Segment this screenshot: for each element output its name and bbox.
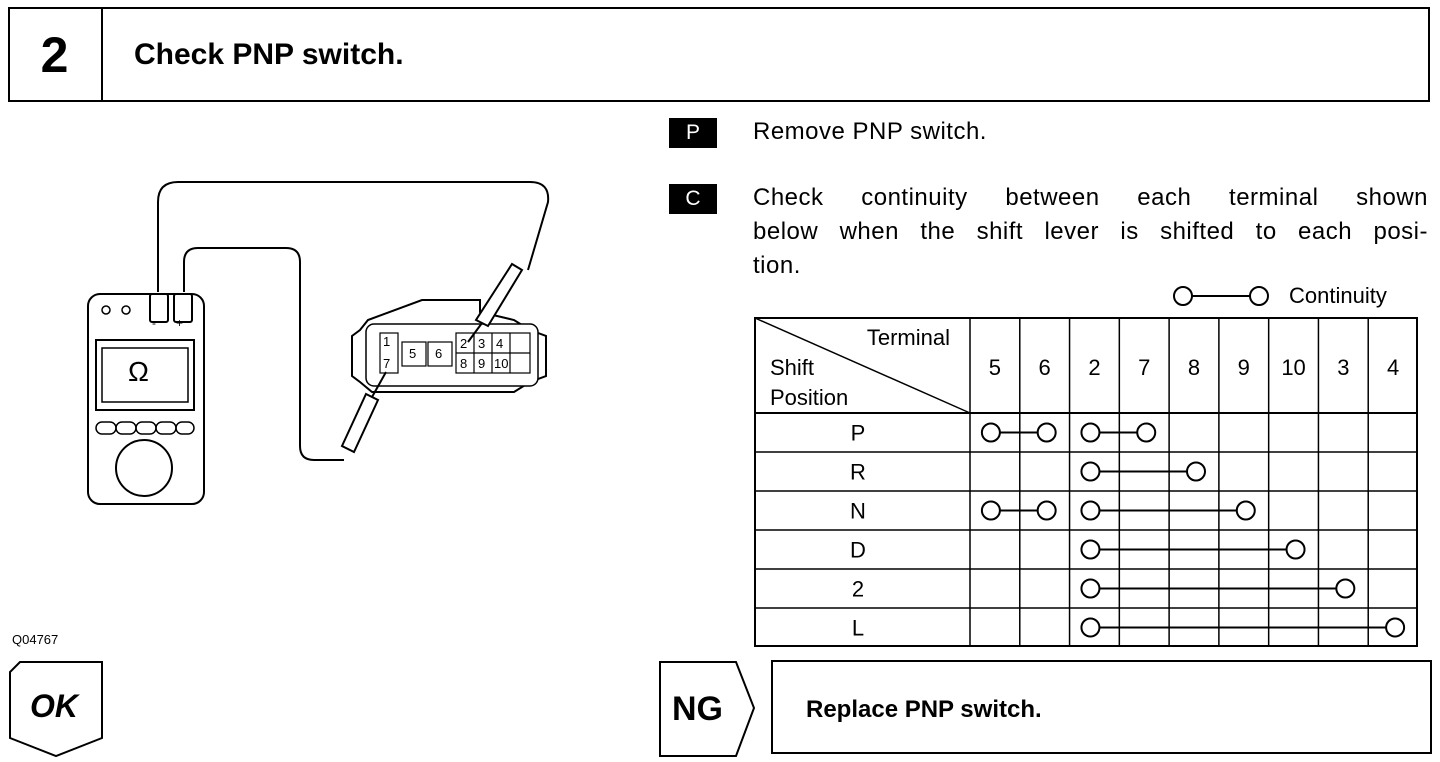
meter-minus-label: -	[152, 316, 156, 330]
connector-terminal-label: 6	[435, 346, 443, 361]
connector-terminal-label: 1	[383, 334, 391, 349]
shift-position-label: N	[850, 499, 866, 524]
connector-terminal-label: 4	[496, 336, 504, 351]
connector-terminal-label: 2	[460, 336, 468, 351]
terminal-header: 7	[1138, 355, 1150, 380]
continuity-node	[1186, 461, 1206, 482]
figure-code: Q04767	[12, 632, 59, 647]
instruction-line: below when the shift lever is shifted to…	[753, 218, 1428, 245]
continuity-node	[980, 500, 1001, 521]
continuity-node	[1136, 422, 1157, 443]
continuity-node	[1335, 578, 1356, 599]
ok-label: OK	[30, 688, 78, 724]
terminal-header: 8	[1188, 355, 1200, 380]
shift-position-label: 2	[852, 577, 864, 602]
ng-badge	[659, 661, 756, 757]
continuity-node	[980, 422, 1001, 443]
connector-terminal-label: 8	[460, 356, 468, 371]
ng-action-text: Replace PNP switch.	[806, 696, 1042, 723]
header-shift: Shift	[770, 355, 814, 380]
connector-terminal-label: 10	[494, 356, 509, 371]
ohmmeter-illustration	[87, 181, 550, 505]
continuity-node	[1285, 539, 1306, 560]
continuity-node	[1080, 461, 1101, 482]
shift-position-label: D	[850, 538, 866, 563]
ok-badge	[9, 661, 103, 758]
continuity-node	[1080, 578, 1101, 599]
shift-position-label: P	[851, 421, 866, 446]
terminal-header: 6	[1039, 355, 1051, 380]
continuity-node	[1080, 539, 1101, 560]
connector-terminal-label: 7	[383, 356, 391, 371]
terminal-header: 3	[1337, 355, 1349, 380]
step-number: 2	[8, 7, 103, 102]
instruction-line: tion.	[753, 252, 801, 279]
instruction-check: Check continuity between each terminal s…	[753, 181, 1428, 283]
meter-plus-label: +	[176, 316, 184, 330]
header-position: Position	[770, 385, 848, 410]
terminal-header: 10	[1281, 355, 1305, 380]
check-tag: C	[669, 184, 717, 214]
header-diagonal	[754, 317, 971, 414]
instruction-remove: Remove PNP switch.	[753, 118, 987, 145]
continuity-legend-symbol	[1173, 286, 1269, 306]
ohm-symbol: Ω	[128, 356, 149, 387]
shift-position-label: R	[850, 460, 866, 485]
terminal-header: 4	[1387, 355, 1399, 380]
shift-position-label: L	[852, 616, 864, 641]
connector-terminal-label: 3	[478, 336, 486, 351]
terminal-header: 5	[989, 355, 1001, 380]
header-terminal: Terminal	[867, 325, 950, 350]
ng-action-box	[771, 660, 1432, 754]
legend-label: Continuity	[1289, 283, 1387, 308]
terminal-header: 2	[1088, 355, 1100, 380]
continuity-node	[1036, 422, 1057, 443]
continuity-node	[1080, 422, 1101, 443]
continuity-node	[1385, 617, 1406, 638]
step-title: Check PNP switch.	[134, 38, 404, 71]
step-header	[8, 7, 1430, 102]
terminal-header: 9	[1238, 355, 1250, 380]
continuity-node	[1036, 500, 1057, 521]
instruction-line: Check continuity between each terminal s…	[753, 184, 1428, 211]
ng-label: NG	[672, 690, 723, 728]
procedure-tag: P	[669, 118, 717, 148]
continuity-node	[1235, 500, 1256, 521]
continuity-node	[1080, 500, 1101, 521]
connector-terminal-label: 5	[409, 346, 417, 361]
connector-terminal-label: 9	[478, 356, 486, 371]
continuity-node	[1080, 617, 1101, 638]
